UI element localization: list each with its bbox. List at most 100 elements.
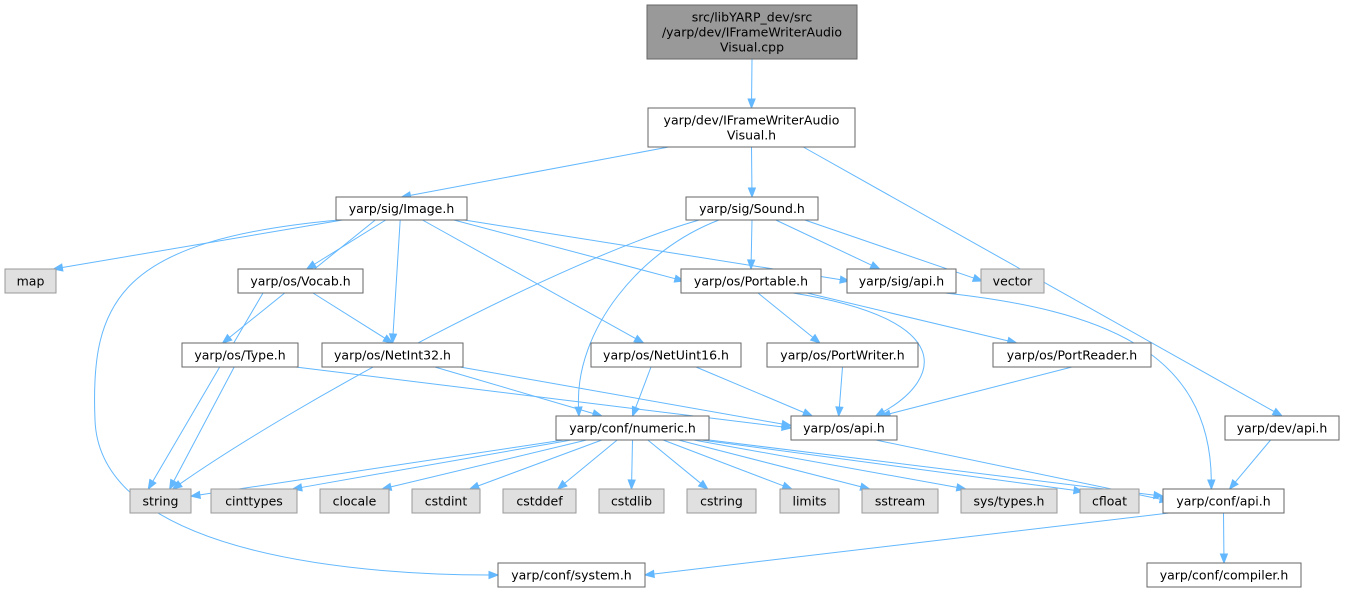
edge-line (750, 219, 753, 261)
node-label: clocale (333, 494, 377, 509)
edge-conf_numeric-to-clocale (380, 439, 587, 491)
edge-conf_api-to-conf_compiler (1219, 512, 1229, 565)
edge-line (838, 366, 843, 408)
node-box (555, 415, 710, 441)
edge-line (173, 366, 235, 482)
arrowhead (627, 479, 636, 491)
node-sstream: sstream (861, 488, 939, 514)
edge-os_netuint16-to-os_api (695, 366, 814, 417)
node-box (846, 268, 957, 294)
edge-line (390, 439, 587, 488)
edge-conf_numeric-to-cstddef (556, 439, 618, 490)
node-conf-system[interactable]: yarp/conf/system.h (497, 562, 646, 588)
node-box (129, 488, 192, 514)
arrowhead (747, 98, 756, 110)
node-sys-types: sys/types.h (960, 488, 1058, 514)
node-os-portable[interactable]: yarp/os/Portable.h (680, 268, 822, 294)
arrowhead (633, 334, 645, 344)
node-os-netint32[interactable]: yarp/os/NetInt32.h (321, 342, 464, 368)
edge-line (804, 219, 974, 279)
node-os-netuint16[interactable]: yarp/os/NetUint16.h (590, 342, 742, 368)
node-layer: src/libYARP_dev/src/yarp/dev/IFrameWrite… (4, 4, 1340, 588)
node-os-portwriter[interactable]: yarp/os/PortWriter.h (766, 342, 919, 368)
node-box (4, 268, 57, 294)
edge-line (392, 219, 401, 335)
node-os-type[interactable]: yarp/os/Type.h (181, 342, 299, 368)
edge-line (152, 292, 264, 482)
arrowhead (746, 259, 756, 271)
node-box (502, 488, 577, 514)
edge-line (564, 439, 618, 484)
edge-os_netint32-to-os_api (460, 366, 793, 429)
edge-line (635, 366, 652, 408)
node-box (992, 342, 1152, 368)
node-label: yarp/os/NetUint16.h (603, 348, 729, 363)
node-label: yarp/os/Type.h (194, 348, 285, 363)
arrowhead (388, 333, 398, 345)
node-root[interactable]: src/libYARP_dev/src/yarp/dev/IFrameWrite… (646, 4, 858, 60)
edge-conf_numeric-to-sstream (678, 439, 871, 491)
edge-os_portwriter-to-os_api (835, 366, 844, 418)
node-conf-compiler[interactable]: yarp/conf/compiler.h (1146, 562, 1302, 588)
edge-line (301, 439, 572, 488)
node-vector: vector (980, 268, 1045, 294)
edge-sig_image-to-os_netint32 (388, 219, 401, 345)
arrowhead (631, 405, 640, 418)
edge-sig_image-to-os_netuint16 (422, 219, 645, 344)
node-sig-image[interactable]: yarp/sig/Image.h (335, 196, 468, 221)
edge-sig_sound-to-sig_api (775, 219, 881, 270)
edge-sig_sound-to-vector (804, 219, 984, 282)
arrowhead (781, 481, 794, 490)
node-box (685, 196, 819, 221)
node-cinttypes: cinttypes (210, 488, 298, 514)
node-os-vocab[interactable]: yarp/os/Vocab.h (237, 268, 364, 294)
node-sig-api[interactable]: yarp/sig/api.h (846, 268, 957, 294)
node-box (181, 342, 299, 368)
node-sig-sound[interactable]: yarp/sig/Sound.h (685, 196, 819, 221)
node-label: yarp/os/Vocab.h (250, 274, 350, 289)
node-string: string (129, 488, 192, 514)
edge-line (662, 439, 784, 487)
arrowhead (1271, 407, 1284, 417)
edge-os_vocab-to-os_netint32 (312, 292, 394, 344)
edge-line (695, 366, 805, 413)
edge-line (889, 366, 1073, 415)
edge-conf_api-to-conf_system (643, 512, 1170, 579)
node-os-portreader[interactable]: yarp/os/PortReader.h (992, 342, 1152, 368)
node-label: cstdlib (611, 494, 652, 509)
arrowhead (147, 478, 157, 491)
node-conf-api[interactable]: yarp/conf/api.h (1162, 488, 1285, 514)
node-box (319, 488, 390, 514)
edge-conf_numeric-to-cstdlib (627, 439, 636, 491)
edge-conf_numeric-to-cinttypes (291, 439, 572, 492)
arrowhead (305, 260, 318, 270)
node-label: sstream (875, 494, 925, 509)
node-map: map (4, 268, 57, 294)
node-cstddef: cstddef (502, 488, 577, 514)
edge-layer (52, 58, 1284, 580)
arrowhead (747, 187, 757, 199)
node-label: yarp/sig/Sound.h (699, 201, 805, 216)
node-label: limits (792, 494, 826, 509)
node-label: yarp/conf/compiler.h (1160, 568, 1289, 583)
node-conf-numeric[interactable]: yarp/conf/numeric.h (555, 415, 710, 441)
node-label: yarp/dev/api.h (1237, 421, 1328, 436)
node-box (335, 196, 468, 221)
node-box (237, 268, 364, 294)
node-box (1224, 415, 1340, 441)
node-label: yarp/conf/system.h (511, 568, 631, 583)
node-os-api[interactable]: yarp/os/api.h (790, 415, 898, 441)
node-box (646, 4, 858, 60)
node-label: src/libYARP_dev/src (692, 10, 813, 25)
edge-line (578, 219, 720, 408)
edge-conf_numeric-to-sys_types (693, 439, 968, 492)
node-box (779, 488, 840, 514)
node-dev-api[interactable]: yarp/dev/api.h (1224, 415, 1340, 441)
node-label: cstring (700, 494, 743, 509)
node-box (861, 488, 939, 514)
node-label: yarp/os/PortReader.h (1007, 348, 1137, 363)
arrowhead (1207, 479, 1216, 491)
edge-sig_image-to-conf_system (94, 219, 500, 580)
